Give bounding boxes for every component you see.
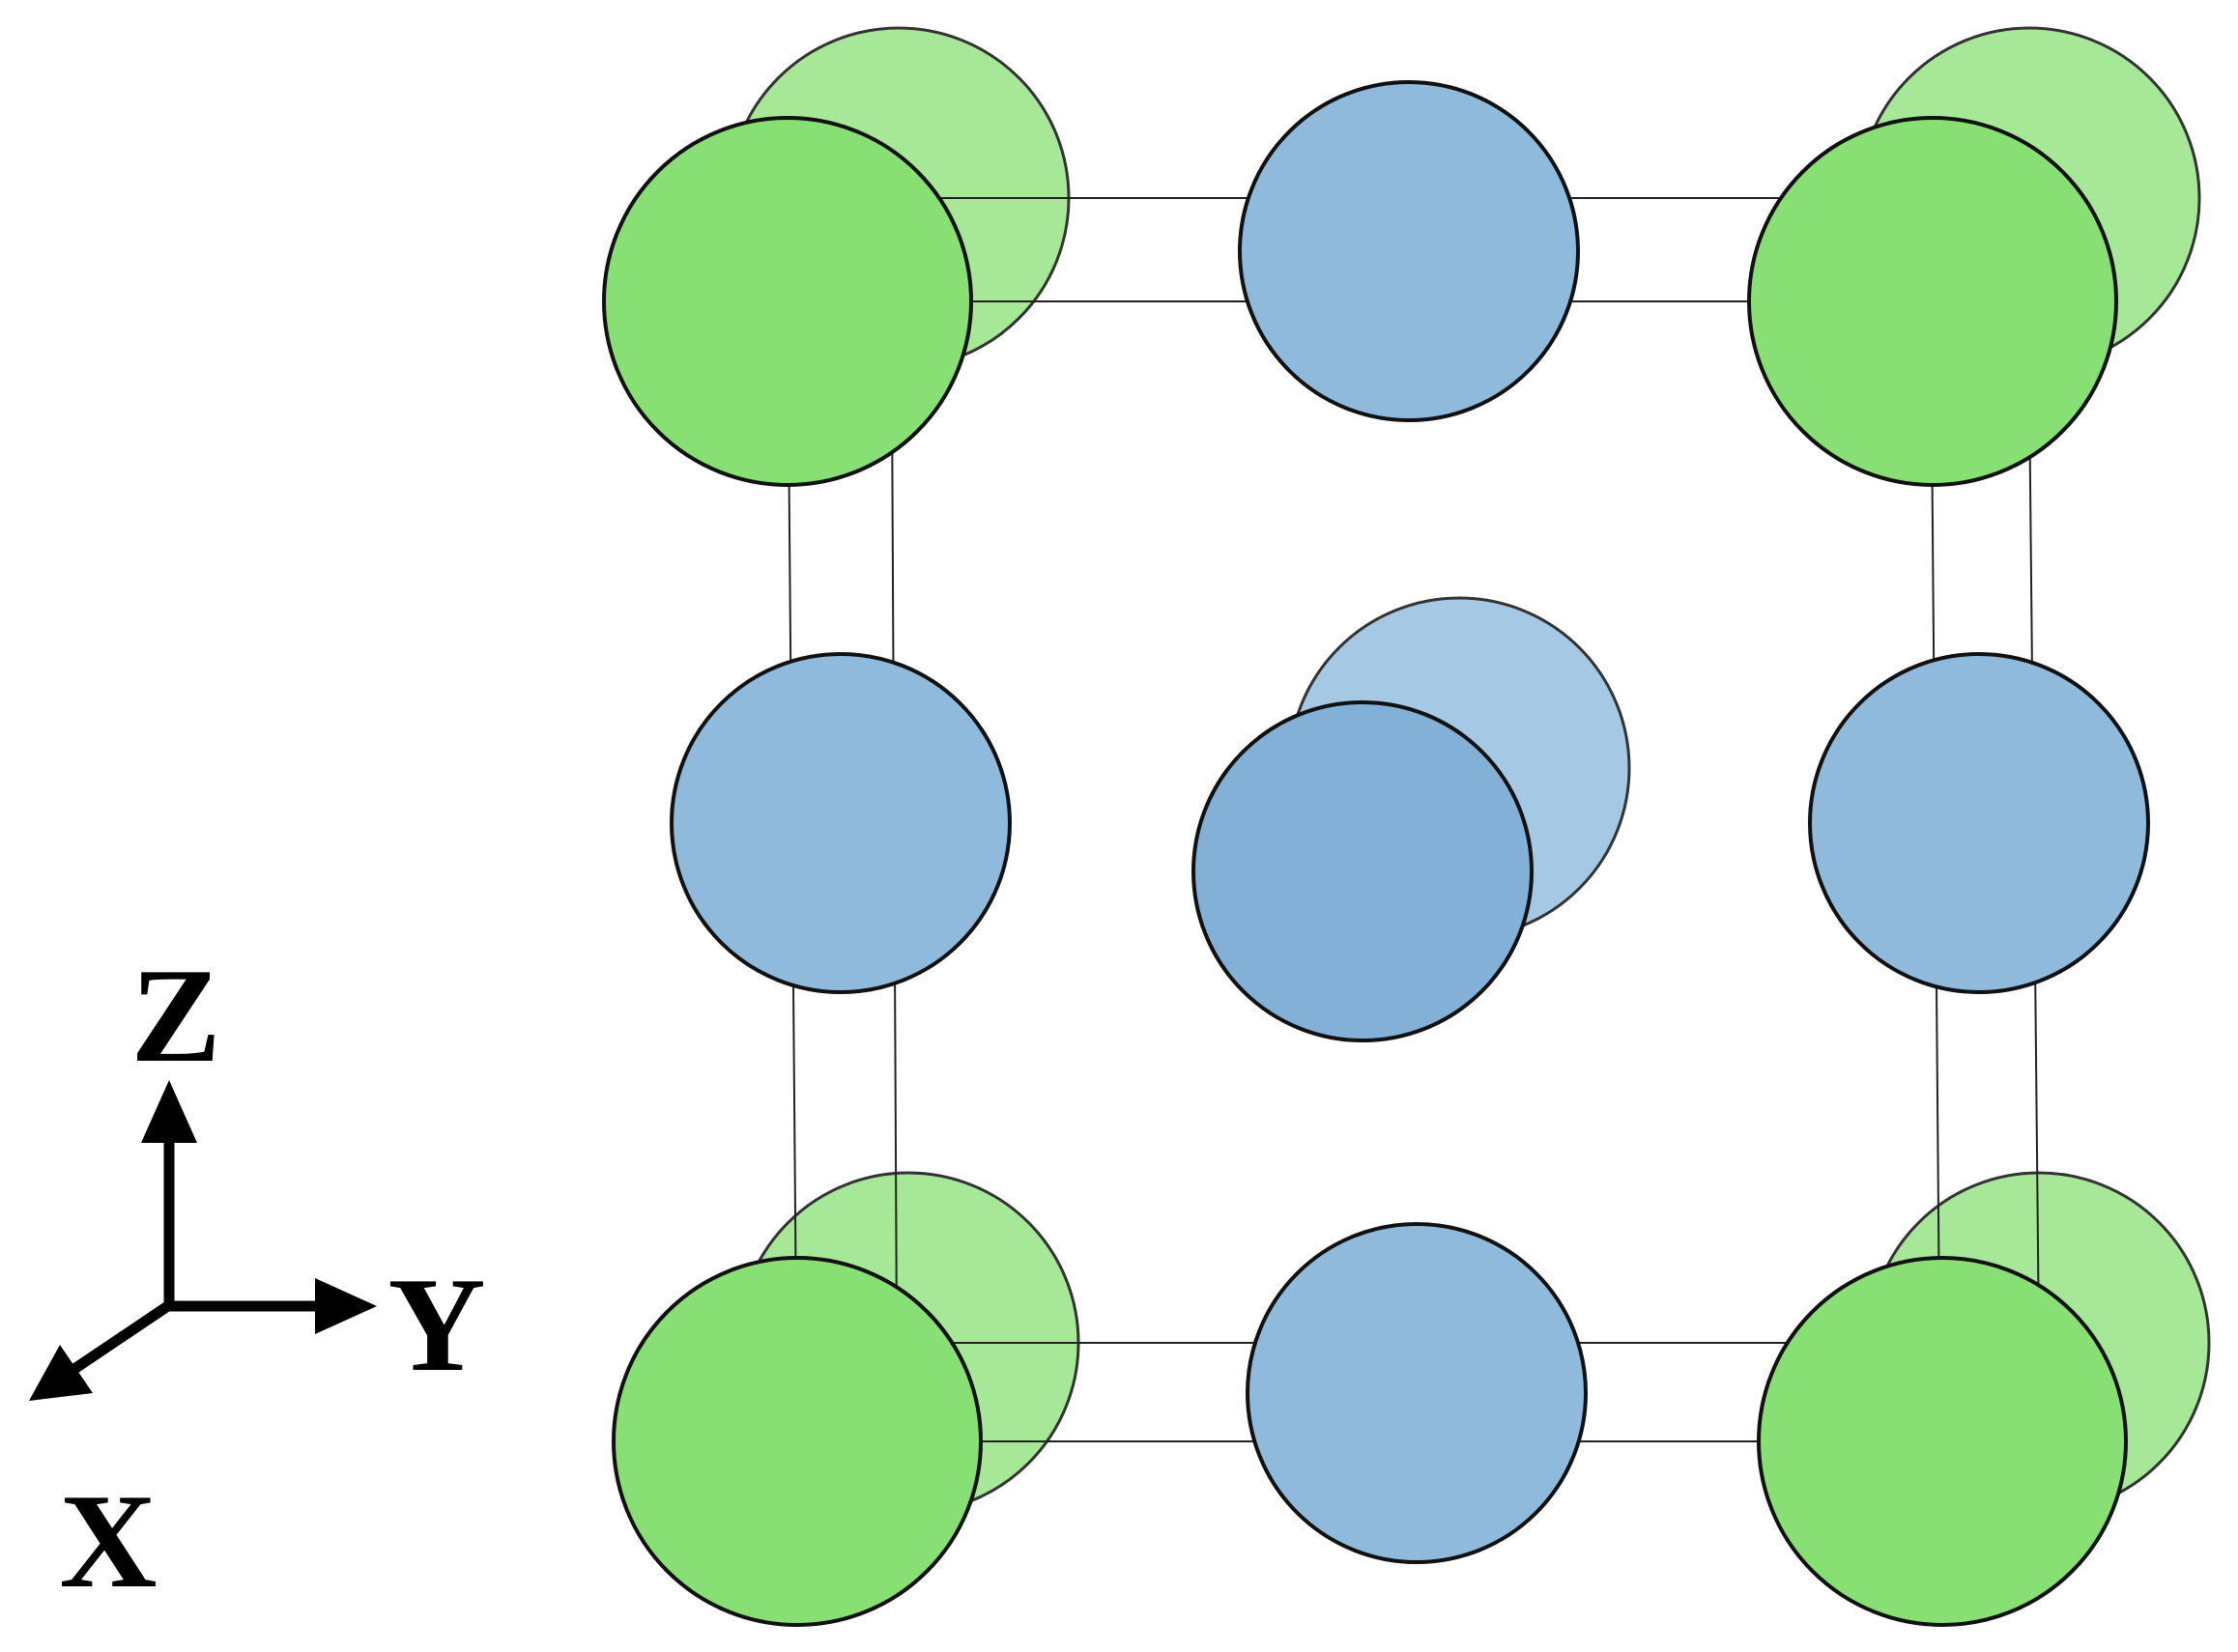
- edge-atom-left: [670, 652, 1012, 994]
- x-axis-arrowhead: [29, 1345, 93, 1401]
- edge-atom-right: [1808, 652, 2150, 994]
- corner-atom-front-bottom-left: [612, 1256, 983, 1627]
- y-axis-arrowhead: [315, 1278, 377, 1334]
- front-layer-atoms: [602, 80, 2150, 1627]
- corner-atom-front-bottom-right: [1757, 1256, 2128, 1627]
- y-axis-label: Y: [387, 1250, 485, 1400]
- z-axis-label: Z: [130, 941, 220, 1091]
- z-axis-arrowhead: [141, 1080, 197, 1143]
- x-axis-line: [68, 1298, 176, 1376]
- axes-indicator: Z Y X: [29, 941, 486, 1616]
- edge-atom-bottom: [1246, 1222, 1588, 1564]
- corner-atom-front-top-right: [1747, 116, 2118, 487]
- corner-atom-front-top-left: [602, 116, 973, 487]
- center-atom-front: [1191, 700, 1534, 1042]
- x-axis-label: X: [59, 1467, 157, 1616]
- edge-atom-top: [1238, 80, 1580, 422]
